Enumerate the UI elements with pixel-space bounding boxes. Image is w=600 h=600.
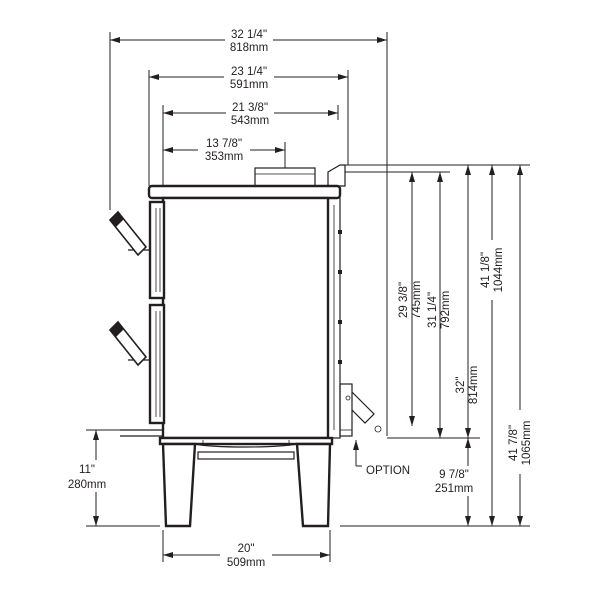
overall-width-metric: 818mm — [230, 42, 268, 54]
stove-drawing — [108, 164, 382, 528]
flue-center-imperial: 13 7/8" — [206, 138, 242, 150]
height-overall-metric: 1065mm — [521, 421, 533, 466]
top-width-metric: 543mm — [231, 115, 269, 127]
body-width-metric: 591mm — [230, 79, 268, 91]
lower-door — [148, 303, 166, 425]
upper-door — [148, 200, 166, 300]
leg-height-imperial: 11" — [79, 464, 95, 476]
height-flue-rear-imperial: 29 3/8" — [398, 282, 410, 318]
rear-side-panel — [327, 197, 341, 439]
stove-body — [161, 196, 330, 440]
leg-height-metric: 280mm — [68, 479, 106, 491]
base-plinth — [158, 436, 334, 446]
flue-center-metric: 353mm — [205, 151, 243, 163]
stove-legs — [161, 440, 332, 528]
upper-door-handle — [108, 210, 150, 257]
vertical-dimensions: 29 3/8" 745mm 31 1/4" 792mm 32" 814mm 41… — [56, 164, 534, 527]
body-width-imperial: 23 1/4" — [231, 66, 267, 78]
base-to-floor-imperial: 9 7/8" — [439, 469, 469, 481]
rear-flue-extension — [327, 164, 346, 187]
stove-top-plate — [147, 184, 342, 200]
height-top-metric: 1044mm — [493, 248, 505, 293]
height-top-rear-imperial: 31 1/4" — [427, 292, 439, 328]
height-total-rear-imperial: 32" — [455, 377, 467, 394]
option-label: OPTION — [366, 465, 410, 477]
base-to-floor-metric: 251mm — [435, 483, 473, 495]
flue-collar — [254, 167, 316, 187]
rear-option-component — [339, 383, 382, 437]
top-width-imperial: 21 3/8" — [232, 102, 268, 114]
height-top-rear-metric: 792mm — [440, 291, 452, 329]
height-top-imperial: 41 1/8" — [480, 252, 492, 288]
option-callout: OPTION — [353, 440, 410, 477]
height-overall-imperial: 41 7/8" — [508, 425, 520, 461]
leg-width-imperial: 20" — [238, 543, 255, 555]
lower-door-handle — [108, 320, 150, 367]
horizontal-dimensions: 32 1/4" 818mm 23 1/4" 591mm 21 3/8" 543m… — [109, 29, 388, 569]
height-flue-rear-metric: 745mm — [411, 281, 423, 319]
leg-width-metric: 509mm — [227, 557, 265, 569]
overall-width-imperial: 32 1/4" — [231, 29, 267, 41]
height-total-rear-metric: 814mm — [468, 366, 480, 404]
